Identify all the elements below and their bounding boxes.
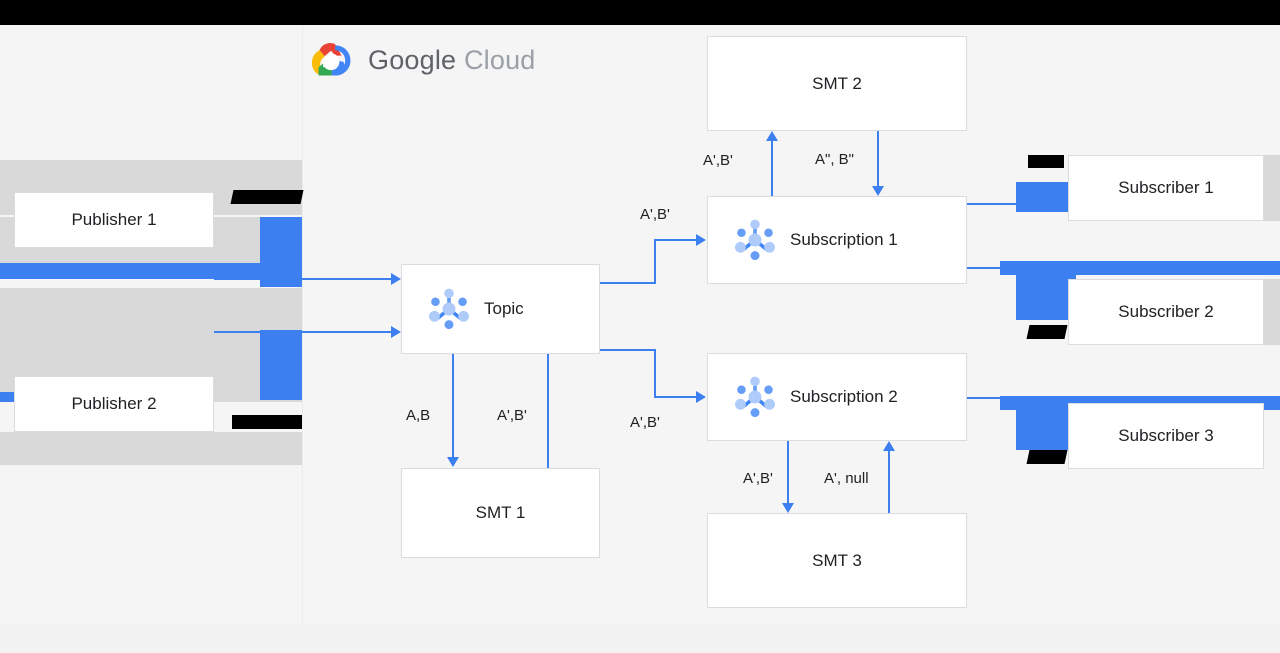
node-label: Subscriber 1 [1118,178,1214,197]
wire-sub1-subscriber2 [967,267,1068,269]
render-artifact-blue [260,330,302,400]
google-cloud-logo: Google Cloud [308,40,536,80]
edge-label-sub2-smt3: A',B' [743,470,773,487]
wire-smt3-sub2 [888,451,890,513]
node-subscription-1[interactable]: Subscription 1 [707,196,967,284]
node-subscriber-2[interactable]: Subscriber 2 [1068,279,1264,345]
wire-topic-sub1-seg3 [654,239,698,241]
wire-sub1-smt2 [771,141,773,196]
arrowhead-publisher2-topic [391,326,401,338]
wire-smt1-topic [547,285,549,468]
node-publisher-2[interactable]: Publisher 2 [14,376,214,432]
render-artifact-black [230,190,304,204]
arrowhead-smt3-sub2 [883,441,895,451]
edge-label-topic-sub1: A',B' [640,206,670,223]
wordmark-cloud: Cloud [463,44,536,75]
node-topic[interactable]: Topic [401,264,600,354]
wordmark-google: Google [368,44,457,75]
arrowhead-topic-sub2 [696,391,706,403]
arrowhead-sub2-smt3 [782,503,794,513]
wire-topic-sub2-seg3 [654,396,698,398]
arrowhead-topic-smt1 [447,457,459,467]
render-artifact-blue [0,263,302,279]
node-smt-2[interactable]: SMT 2 [707,36,967,131]
edge-label-sub1-smt2: A',B' [703,152,733,169]
node-subscriber-1[interactable]: Subscriber 1 [1068,155,1264,221]
node-label: Subscription 2 [790,387,898,406]
wire-sub2-smt3 [787,441,789,503]
node-label: SMT 3 [812,550,862,570]
edge-label-smt1-topic: A',B' [497,407,527,424]
node-label: Publisher 1 [71,210,157,229]
node-smt-3[interactable]: SMT 3 [707,513,967,608]
render-artifact-blue [1016,182,1076,212]
node-subscriber-3[interactable]: Subscriber 3 [1068,403,1264,469]
arrowhead-smt2-sub1 [872,186,884,196]
arrowhead-sub1-smt2 [766,131,778,141]
node-label: SMT 2 [812,73,862,93]
pubsub-icon [735,219,775,261]
wire-topic-sub2-seg2 [654,349,656,397]
node-subscription-2[interactable]: Subscription 2 [707,353,967,441]
edge-label-topic-smt1: A,B [406,407,431,424]
wire-smt2-sub1 [877,131,879,186]
footer-surface [0,624,1280,653]
render-artifact-black [1028,155,1064,168]
pubsub-icon [735,376,775,418]
edge-label-smt2-sub1: A", B" [815,151,854,168]
render-artifact-gray [0,288,302,348]
node-label: Subscription 1 [790,230,898,249]
node-label: SMT 1 [475,503,526,522]
render-artifact-black [1026,325,1068,339]
edge-label-topic-sub2: A',B' [630,414,660,431]
wire-topic-sub1-seg1 [600,282,656,284]
wire-publisher1-topic [214,278,392,280]
google-cloud-wordmark: Google Cloud [368,45,536,76]
render-artifact-blue [0,392,14,402]
node-label: Publisher 2 [71,394,157,413]
wire-sub1-subscriber1 [967,203,1068,205]
wire-topic-smt1 [452,354,454,457]
render-artifact-gray [1264,155,1280,221]
render-artifact-black [232,415,302,429]
node-label: Subscriber 3 [1118,426,1214,445]
arrowhead-publisher1-topic [391,273,401,285]
render-artifact-gray [1264,279,1280,345]
wire-topic-sub1-seg2 [654,240,656,284]
render-artifact-gray [0,432,302,465]
render-artifact-blue [260,217,302,287]
google-cloud-logo-icon [311,43,351,76]
render-artifact-blue [1016,261,1076,320]
wire-publisher2-topic [214,331,392,333]
edge-label-smt3-sub2: A', null [824,470,869,487]
topbar-artifact [0,0,1280,25]
render-artifact-blue [1016,396,1076,450]
wire-topic-sub2-seg1 [600,349,656,351]
node-label: Topic [484,299,524,318]
render-artifact-black [1026,450,1068,464]
node-publisher-1[interactable]: Publisher 1 [14,192,214,248]
node-smt-1[interactable]: SMT 1 [401,468,600,558]
arrowhead-topic-sub1 [696,234,706,246]
pubsub-icon [429,288,469,330]
wire-sub2-subscriber3 [967,397,1068,399]
node-label: Subscriber 2 [1118,302,1214,321]
